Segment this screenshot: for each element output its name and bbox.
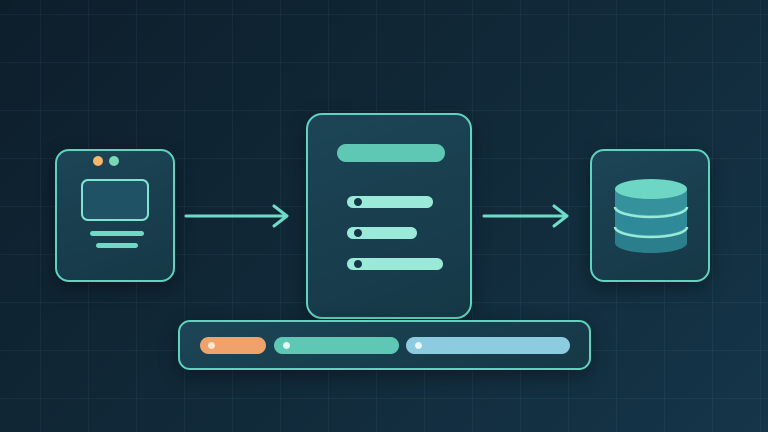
status-segment-blue <box>406 337 570 354</box>
content-line <box>96 243 138 248</box>
storage-database-card <box>590 149 710 282</box>
status-indicator-dot <box>208 342 215 349</box>
list-item-bar <box>347 258 443 270</box>
flow-arrow-icon <box>482 204 569 228</box>
server-document-card <box>306 113 472 319</box>
status-indicator-dot <box>415 342 422 349</box>
list-bullet <box>354 229 362 237</box>
list-bullet <box>354 198 362 206</box>
database-icon <box>613 179 689 253</box>
status-indicator-dot <box>283 342 290 349</box>
list-item-bar <box>347 227 417 239</box>
status-segment-teal <box>274 337 399 354</box>
list-bullet <box>354 260 362 268</box>
status-bar <box>178 320 591 370</box>
list-item-bar <box>347 196 433 208</box>
content-line <box>90 231 144 236</box>
flow-arrow-icon <box>184 204 289 228</box>
browser-window-icon <box>81 179 149 221</box>
window-dot-yellow <box>93 156 103 166</box>
document-header-bar <box>337 144 445 162</box>
status-segment-orange <box>200 337 266 354</box>
client-browser-card <box>55 149 175 282</box>
window-dot-green <box>109 156 119 166</box>
